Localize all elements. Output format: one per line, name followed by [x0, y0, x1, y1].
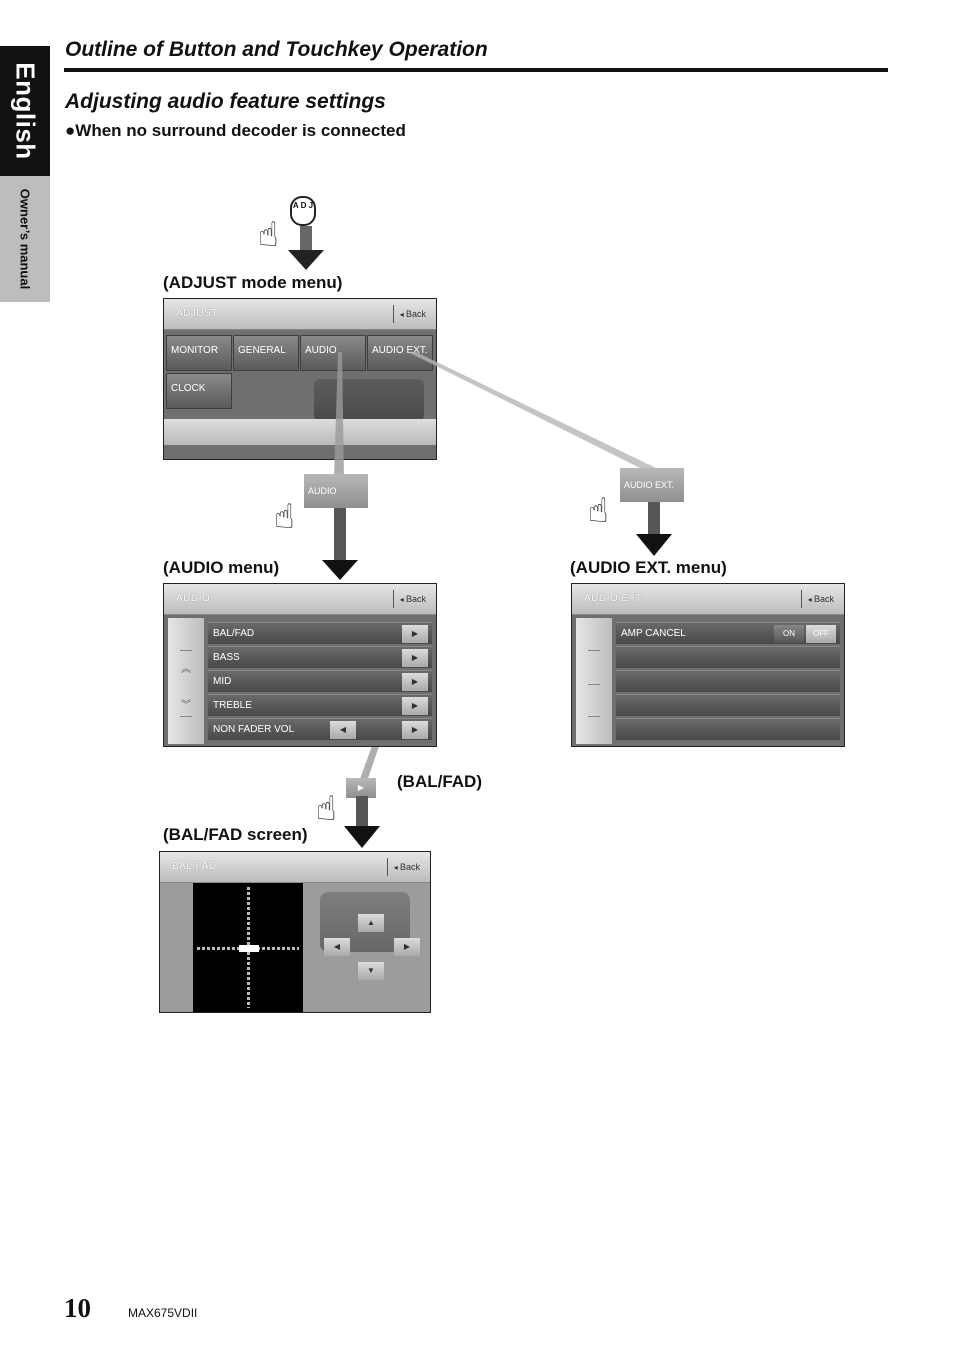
adjust-menu-label: (ADJUST mode menu): [163, 273, 343, 292]
empty-row: [616, 646, 840, 668]
down-arrow-icon: [344, 796, 380, 848]
scroll-down-icon[interactable]: ︾: [181, 700, 191, 711]
adj-key-label: A D J: [292, 201, 314, 210]
pointing-hand-icon: ☝: [316, 790, 337, 828]
mid-label: MID: [213, 676, 232, 687]
divider: [180, 650, 192, 651]
back-button[interactable]: Back: [392, 305, 432, 323]
divider: [180, 716, 192, 717]
section-divider: [64, 68, 888, 72]
right-arrow-icon[interactable]: ▶: [402, 673, 428, 691]
down-arrow-icon[interactable]: ▼: [358, 962, 384, 980]
audio-ext-button[interactable]: AUDIO EXT.: [367, 335, 433, 371]
down-arrow-icon: [288, 226, 324, 270]
right-arrow-icon: ▶: [357, 783, 365, 792]
scroll-column: [576, 618, 612, 744]
back-button[interactable]: Back: [386, 858, 426, 876]
clock-button[interactable]: CLOCK: [166, 373, 232, 409]
pointing-hand-icon: ☝: [258, 216, 279, 254]
right-arrow-icon[interactable]: ▶: [402, 721, 428, 739]
right-arrow-icon[interactable]: ▶: [402, 625, 428, 643]
left-arrow-icon[interactable]: ◀: [330, 721, 356, 739]
non-fader-vol-row[interactable]: NON FADER VOL ◀ ▶: [208, 718, 432, 740]
mid-row[interactable]: MID ▶: [208, 670, 432, 692]
on-button[interactable]: ON: [774, 625, 804, 643]
sound-position-grid[interactable]: [193, 883, 303, 1012]
empty-row: [616, 718, 840, 740]
back-button[interactable]: Back: [800, 590, 840, 608]
audio-titlebar: AUDIO Back: [164, 584, 436, 615]
pointing-hand-icon: ☝: [588, 492, 609, 530]
scroll-column: ︽ ︾: [168, 618, 204, 744]
condition-note: ●When no surround decoder is connected: [65, 121, 406, 140]
bal-fad-screen-label: (BAL/FAD screen): [163, 825, 308, 844]
empty-row: [616, 670, 840, 692]
right-arrow-icon[interactable]: ▶: [402, 697, 428, 715]
bal-fad-label: BAL/FAD: [213, 628, 255, 639]
left-arrow-icon[interactable]: ◀: [324, 938, 350, 956]
pointing-hand-icon: ☝: [274, 498, 295, 536]
off-button[interactable]: OFF: [806, 625, 836, 643]
audio-button[interactable]: AUDIO: [300, 335, 366, 371]
section-title: Outline of Button and Touchkey Operation: [65, 38, 488, 61]
treble-label: TREBLE: [213, 700, 252, 711]
adjust-titlebar: ADJUST Back: [164, 299, 436, 330]
page-number: 10: [64, 1293, 91, 1323]
adjust-bottom-bar: [164, 419, 436, 445]
adjust-screen: ADJUST Back MONITOR GENERAL AUDIO AUDIO …: [163, 298, 437, 460]
audio-screen: AUDIO Back ︽ ︾ BAL/FAD ▶ BASS ▶ MID ▶ TR…: [163, 583, 437, 747]
adj-key[interactable]: A D J: [290, 196, 316, 226]
divider: [588, 684, 600, 685]
down-arrow-icon: [636, 502, 672, 556]
treble-row[interactable]: TREBLE ▶: [208, 694, 432, 716]
non-fader-vol-label: NON FADER VOL: [213, 724, 295, 735]
bass-label: BASS: [213, 652, 240, 663]
adjust-title: ADJUST: [176, 308, 218, 319]
audio-menu-label: (AUDIO menu): [163, 558, 280, 577]
bal-fad-tag: ▶: [346, 778, 376, 798]
empty-row: [616, 694, 840, 716]
down-arrow-icon: [322, 508, 358, 580]
model-name: MAX675VDII: [128, 1306, 198, 1320]
audio-ext-screen: AUDIO EXT. Back AMP CANCEL ON OFF: [571, 583, 845, 747]
language-tab: English: [0, 46, 50, 176]
monitor-button[interactable]: MONITOR: [166, 335, 232, 371]
audio-tag: AUDIO: [304, 474, 368, 508]
bass-row[interactable]: BASS ▶: [208, 646, 432, 668]
general-button[interactable]: GENERAL: [233, 335, 299, 371]
divider: [588, 650, 600, 651]
bal-fad-row[interactable]: BAL/FAD ▶: [208, 622, 432, 644]
position-marker: [239, 945, 259, 952]
manual-tab: Owner’s manual: [0, 176, 50, 302]
bal-fad-title: BAL/FAD: [172, 861, 217, 872]
toolbox-photo: [314, 379, 424, 421]
audio-ext-menu-label: (AUDIO EXT. menu): [570, 558, 727, 577]
up-arrow-icon[interactable]: ▲: [358, 914, 384, 932]
right-arrow-icon[interactable]: ▶: [402, 649, 428, 667]
audio-title: AUDIO: [176, 593, 211, 604]
bal-fad-screen: BAL/FAD Back ▲ ◀ ▶ ▼: [159, 851, 431, 1013]
right-arrow-icon[interactable]: ▶: [394, 938, 420, 956]
back-button[interactable]: Back: [392, 590, 432, 608]
scroll-up-icon[interactable]: ︽: [181, 664, 191, 675]
audio-ext-tag: AUDIO EXT.: [620, 468, 684, 502]
amp-cancel-label: AMP CANCEL: [621, 628, 686, 639]
bal-fad-titlebar: BAL/FAD Back: [160, 852, 430, 883]
amp-cancel-row: AMP CANCEL ON OFF: [616, 622, 840, 644]
audio-ext-titlebar: AUDIO EXT. Back: [572, 584, 844, 615]
page-subtitle: Adjusting audio feature settings: [65, 90, 386, 113]
bal-fad-callout: (BAL/FAD): [397, 772, 482, 791]
divider: [588, 716, 600, 717]
audio-ext-title: AUDIO EXT.: [584, 593, 645, 604]
